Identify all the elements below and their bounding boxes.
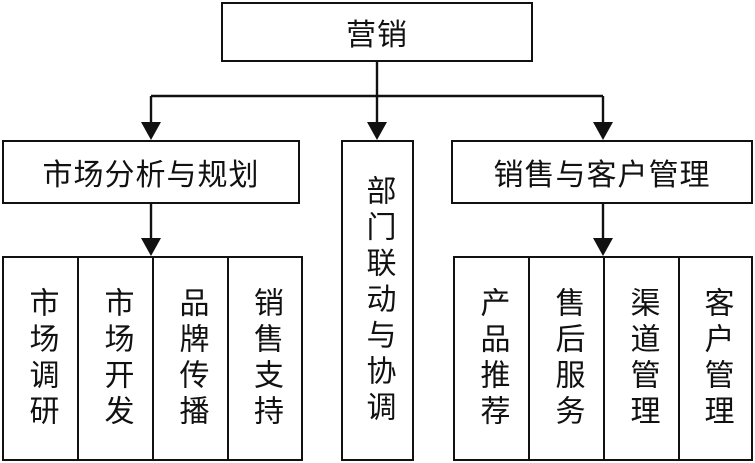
branch-right-label: 销售与客户管理 <box>493 158 711 193</box>
leaf-node: 客户管理 <box>678 256 753 461</box>
leaf-label: 销售支持 <box>248 286 283 431</box>
leaf-label: 产品推荐 <box>474 286 510 431</box>
root-label: 营销 <box>346 18 408 53</box>
leaf-node: 市场开发 <box>77 256 154 461</box>
right-arrow-icon <box>593 122 613 140</box>
leaf-label: 渠道管理 <box>624 286 660 431</box>
leaf-label: 市场开发 <box>98 286 134 431</box>
left-arrow-icon <box>141 122 161 140</box>
left-child-arrow-icon <box>141 238 161 256</box>
branch-left-label: 市场分析与规划 <box>42 158 260 193</box>
root-node: 营销 <box>221 2 533 62</box>
leaf-label: 市场调研 <box>23 286 59 431</box>
leaf-node: 销售支持 <box>227 256 303 461</box>
leaf-node: 市场调研 <box>2 256 79 461</box>
leaf-node: 品牌传播 <box>152 256 229 461</box>
middle-arrow-icon <box>367 122 387 140</box>
branch-node-left: 市场分析与规划 <box>2 140 300 204</box>
branch-node-middle: 部门联动与协调 <box>341 140 414 461</box>
leaf-label: 售后服务 <box>549 286 585 431</box>
leaf-label: 客户管理 <box>698 286 734 431</box>
leaf-node: 渠道管理 <box>603 256 680 461</box>
right-child-arrow-icon <box>593 238 613 256</box>
leaf-node: 产品推荐 <box>453 256 530 461</box>
leaf-label: 品牌传播 <box>173 286 209 431</box>
leaf-node: 售后服务 <box>528 256 605 461</box>
branch-middle-label: 部门联动与协调 <box>360 174 396 427</box>
branch-node-right: 销售与客户管理 <box>451 140 753 204</box>
